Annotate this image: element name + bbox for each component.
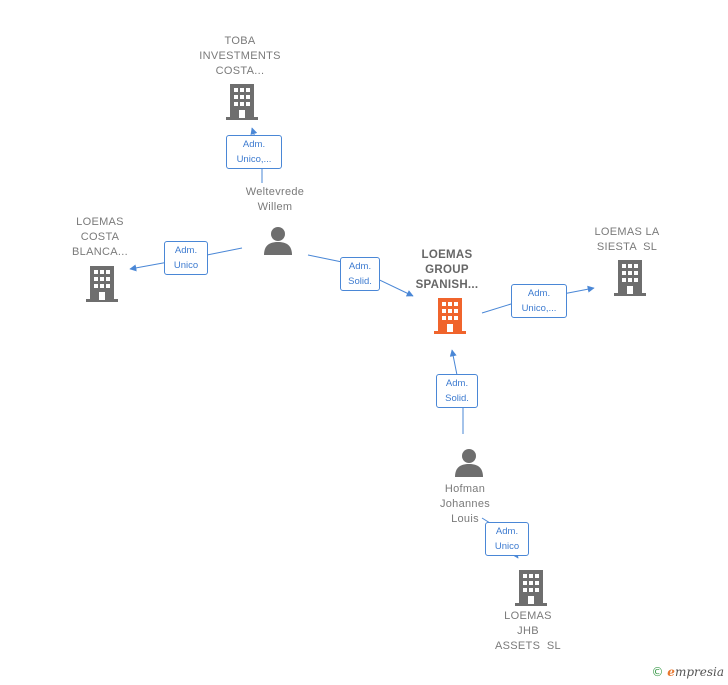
person-icon[interactable] bbox=[454, 447, 484, 482]
node-label-loemas-jhb[interactable]: LOEMAS JHB ASSETS SL bbox=[495, 610, 561, 652]
person-icon[interactable] bbox=[263, 225, 293, 260]
brand-footer: © empresia bbox=[651, 665, 724, 679]
edge-label-weltevrede-group[interactable]: Adm. Solid. bbox=[340, 257, 380, 291]
node-label-loemas-group[interactable]: LOEMAS GROUP SPANISH... bbox=[415, 249, 479, 291]
node-label-loemas-siesta[interactable]: LOEMAS LA SIESTA SL bbox=[594, 226, 660, 253]
brand-name: mpresia bbox=[674, 665, 724, 679]
node-label-weltevrede[interactable]: Weltevrede Willem bbox=[245, 186, 305, 213]
building-icon-focus[interactable] bbox=[434, 298, 466, 339]
building-icon[interactable] bbox=[86, 266, 118, 307]
building-icon[interactable] bbox=[515, 570, 547, 611]
edge-label-hofman-group[interactable]: Adm. Solid. bbox=[436, 374, 478, 408]
building-icon[interactable] bbox=[614, 260, 646, 301]
node-label-hofman[interactable]: Hofman Johannes Louis bbox=[439, 483, 491, 525]
edge-label-weltevrede-costa[interactable]: Adm. Unico bbox=[164, 241, 208, 275]
edge-label-hofman-jhb[interactable]: Adm. Unico bbox=[485, 522, 529, 556]
copyright-icon: © bbox=[651, 665, 664, 679]
node-label-toba[interactable]: TOBA INVESTMENTS COSTA... bbox=[199, 35, 281, 77]
building-icon[interactable] bbox=[226, 84, 258, 125]
edge-label-weltevrede-toba[interactable]: Adm. Unico,... bbox=[226, 135, 282, 169]
node-label-loemas-costa[interactable]: LOEMAS COSTA BLANCA... bbox=[72, 216, 128, 258]
edge-label-group-siesta[interactable]: Adm. Unico,... bbox=[511, 284, 567, 318]
brand-initial: e bbox=[667, 665, 675, 679]
